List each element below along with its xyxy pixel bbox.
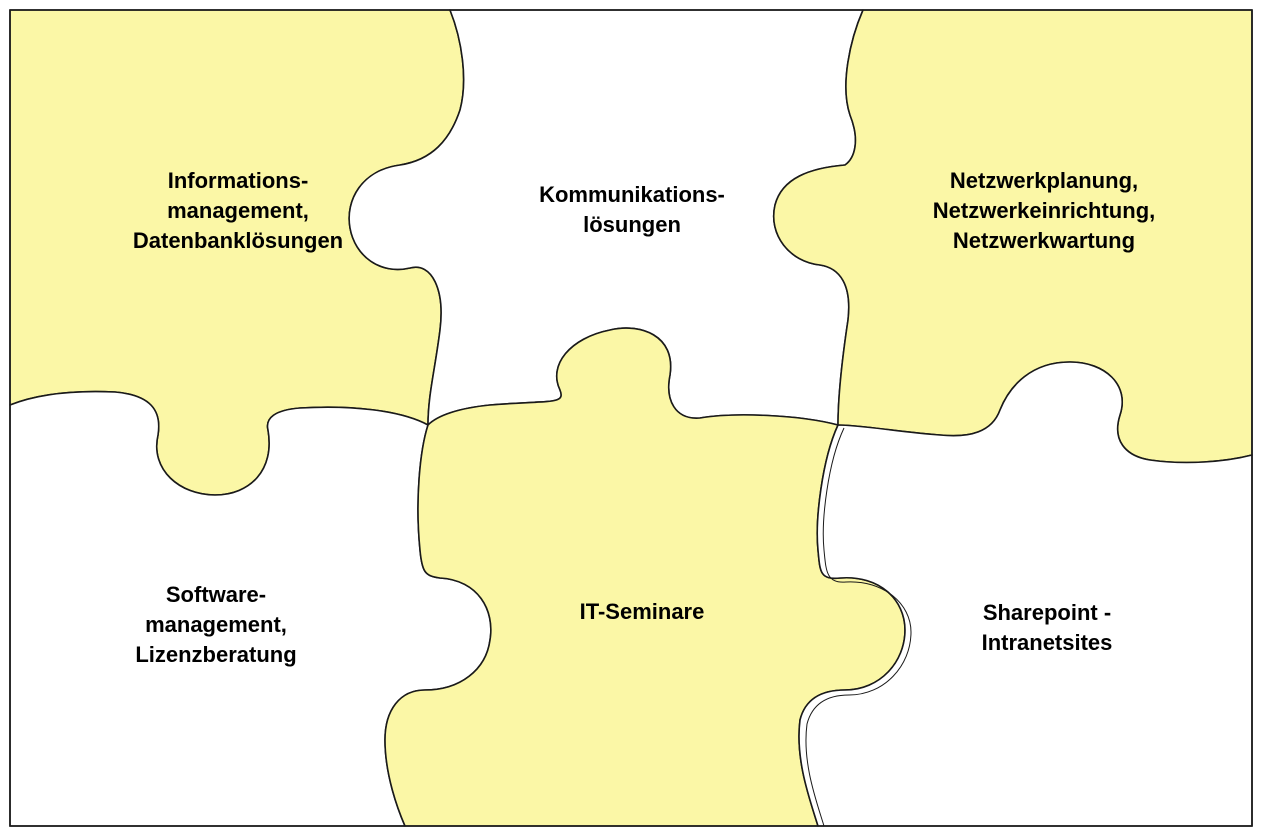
label-softwaremanagement: Software- management, Lizenzberatung: [135, 580, 296, 670]
label-it-seminare: IT-Seminare: [580, 597, 705, 627]
label-line: Netzwerkwartung: [952, 228, 1136, 253]
piece-edge-shadow: [805, 427, 912, 827]
label-sharepoint: Sharepoint - Intranetsites: [982, 598, 1113, 658]
diagram-frame: [9, 9, 1253, 827]
label-netzwerk: Netzwerkplanung, Netzwerkeinrichtung, Ne…: [933, 166, 1155, 256]
label-line: Lizenzberatung: [135, 642, 297, 667]
label-line: Kommunikations-: [539, 182, 725, 207]
label-informationsmanagement: Informations- management, Datenbanklösun…: [133, 166, 343, 256]
label-line: management,: [167, 198, 309, 223]
label-line: Software-: [165, 582, 267, 607]
label-line: Datenbanklösungen: [132, 228, 344, 253]
label-line: Netzwerkeinrichtung,: [932, 198, 1156, 223]
label-line: Intranetsites: [981, 630, 1113, 655]
label-kommunikationsloesungen: Kommunikations- lösungen: [539, 180, 725, 240]
label-line: Sharepoint -: [982, 600, 1112, 625]
label-line: Netzwerkplanung,: [949, 168, 1139, 193]
label-line: management,: [145, 612, 287, 637]
label-line: IT-Seminare: [579, 599, 705, 624]
label-line: lösungen: [583, 212, 681, 237]
label-line: Informations-: [167, 168, 309, 193]
